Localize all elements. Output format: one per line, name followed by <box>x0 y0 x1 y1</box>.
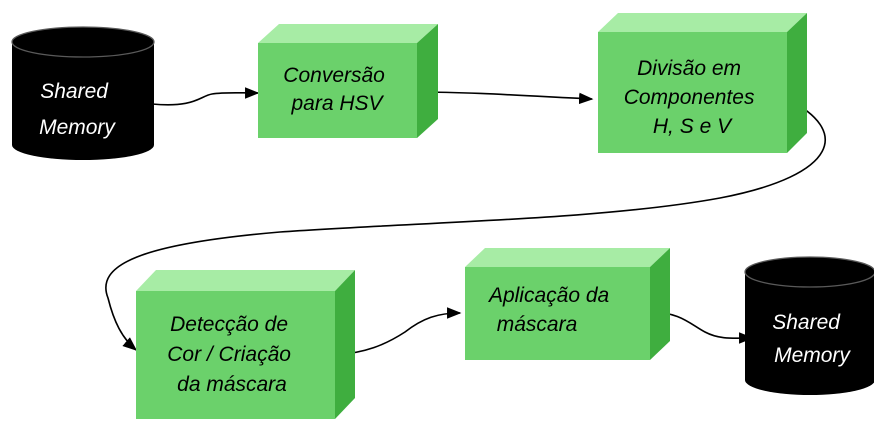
deteccao-cor-line-3: da máscara <box>177 373 287 396</box>
shared-memory-output-line-1: Shared <box>772 311 841 334</box>
shared-memory-input-line-2: Memory <box>39 116 116 139</box>
svg-text:Divisão em Componentes: Divisão em Componentes H, S e V <box>624 57 761 138</box>
shared-memory-input-cylinder: Shared Memory <box>11 26 155 160</box>
aplicacao-mascara-box: Aplicação da máscara <box>465 248 670 360</box>
deteccao-cor-line-2: Cor / Criação <box>167 343 291 366</box>
shared-memory-output-line-2: Memory <box>774 344 851 367</box>
shared-memory-output-cylinder: Shared Memory <box>744 256 874 395</box>
svg-text:Shared Memory: Shared Memory <box>39 80 116 139</box>
shared-memory-input-line-1: Shared <box>40 80 109 103</box>
conversao-hsv-box: Conversão para HSV <box>258 24 438 138</box>
aplicacao-mascara-line-2: máscara <box>497 313 578 336</box>
divisao-componentes-line-1: Divisão em <box>637 57 741 80</box>
deteccao-cor-box: Detecção de Cor / Criação da máscara <box>136 270 355 419</box>
connector-aplicacao-to-memory <box>649 311 754 344</box>
deteccao-cor-line-1: Detecção de <box>170 313 288 336</box>
connector-memory-to-conversao <box>151 87 260 106</box>
divisao-componentes-line-3: H, S e V <box>653 115 733 138</box>
svg-text:Detecção de Cor / Criaçã: Detecção de Cor / Criação da máscara <box>167 313 297 396</box>
divisao-componentes-box: Divisão em Componentes H, S e V <box>598 13 807 153</box>
aplicacao-mascara-line-1: Aplicação da <box>487 284 609 307</box>
conversao-hsv-line-2: para HSV <box>290 92 384 115</box>
svg-text:Aplicação da máscara: Aplicação da máscara <box>487 284 615 336</box>
svg-text:Conversão para HSV: Conversão para HSV <box>283 64 390 115</box>
svg-text:Shared Memory: Shared Memory <box>772 311 851 367</box>
connector-divisao-to-deteccao <box>105 98 826 351</box>
connector-conversao-to-divisao <box>416 91 594 105</box>
divisao-componentes-line-2: Componentes <box>624 86 755 109</box>
conversao-hsv-line-1: Conversão <box>283 64 385 87</box>
connector-deteccao-to-aplicacao <box>334 307 462 356</box>
